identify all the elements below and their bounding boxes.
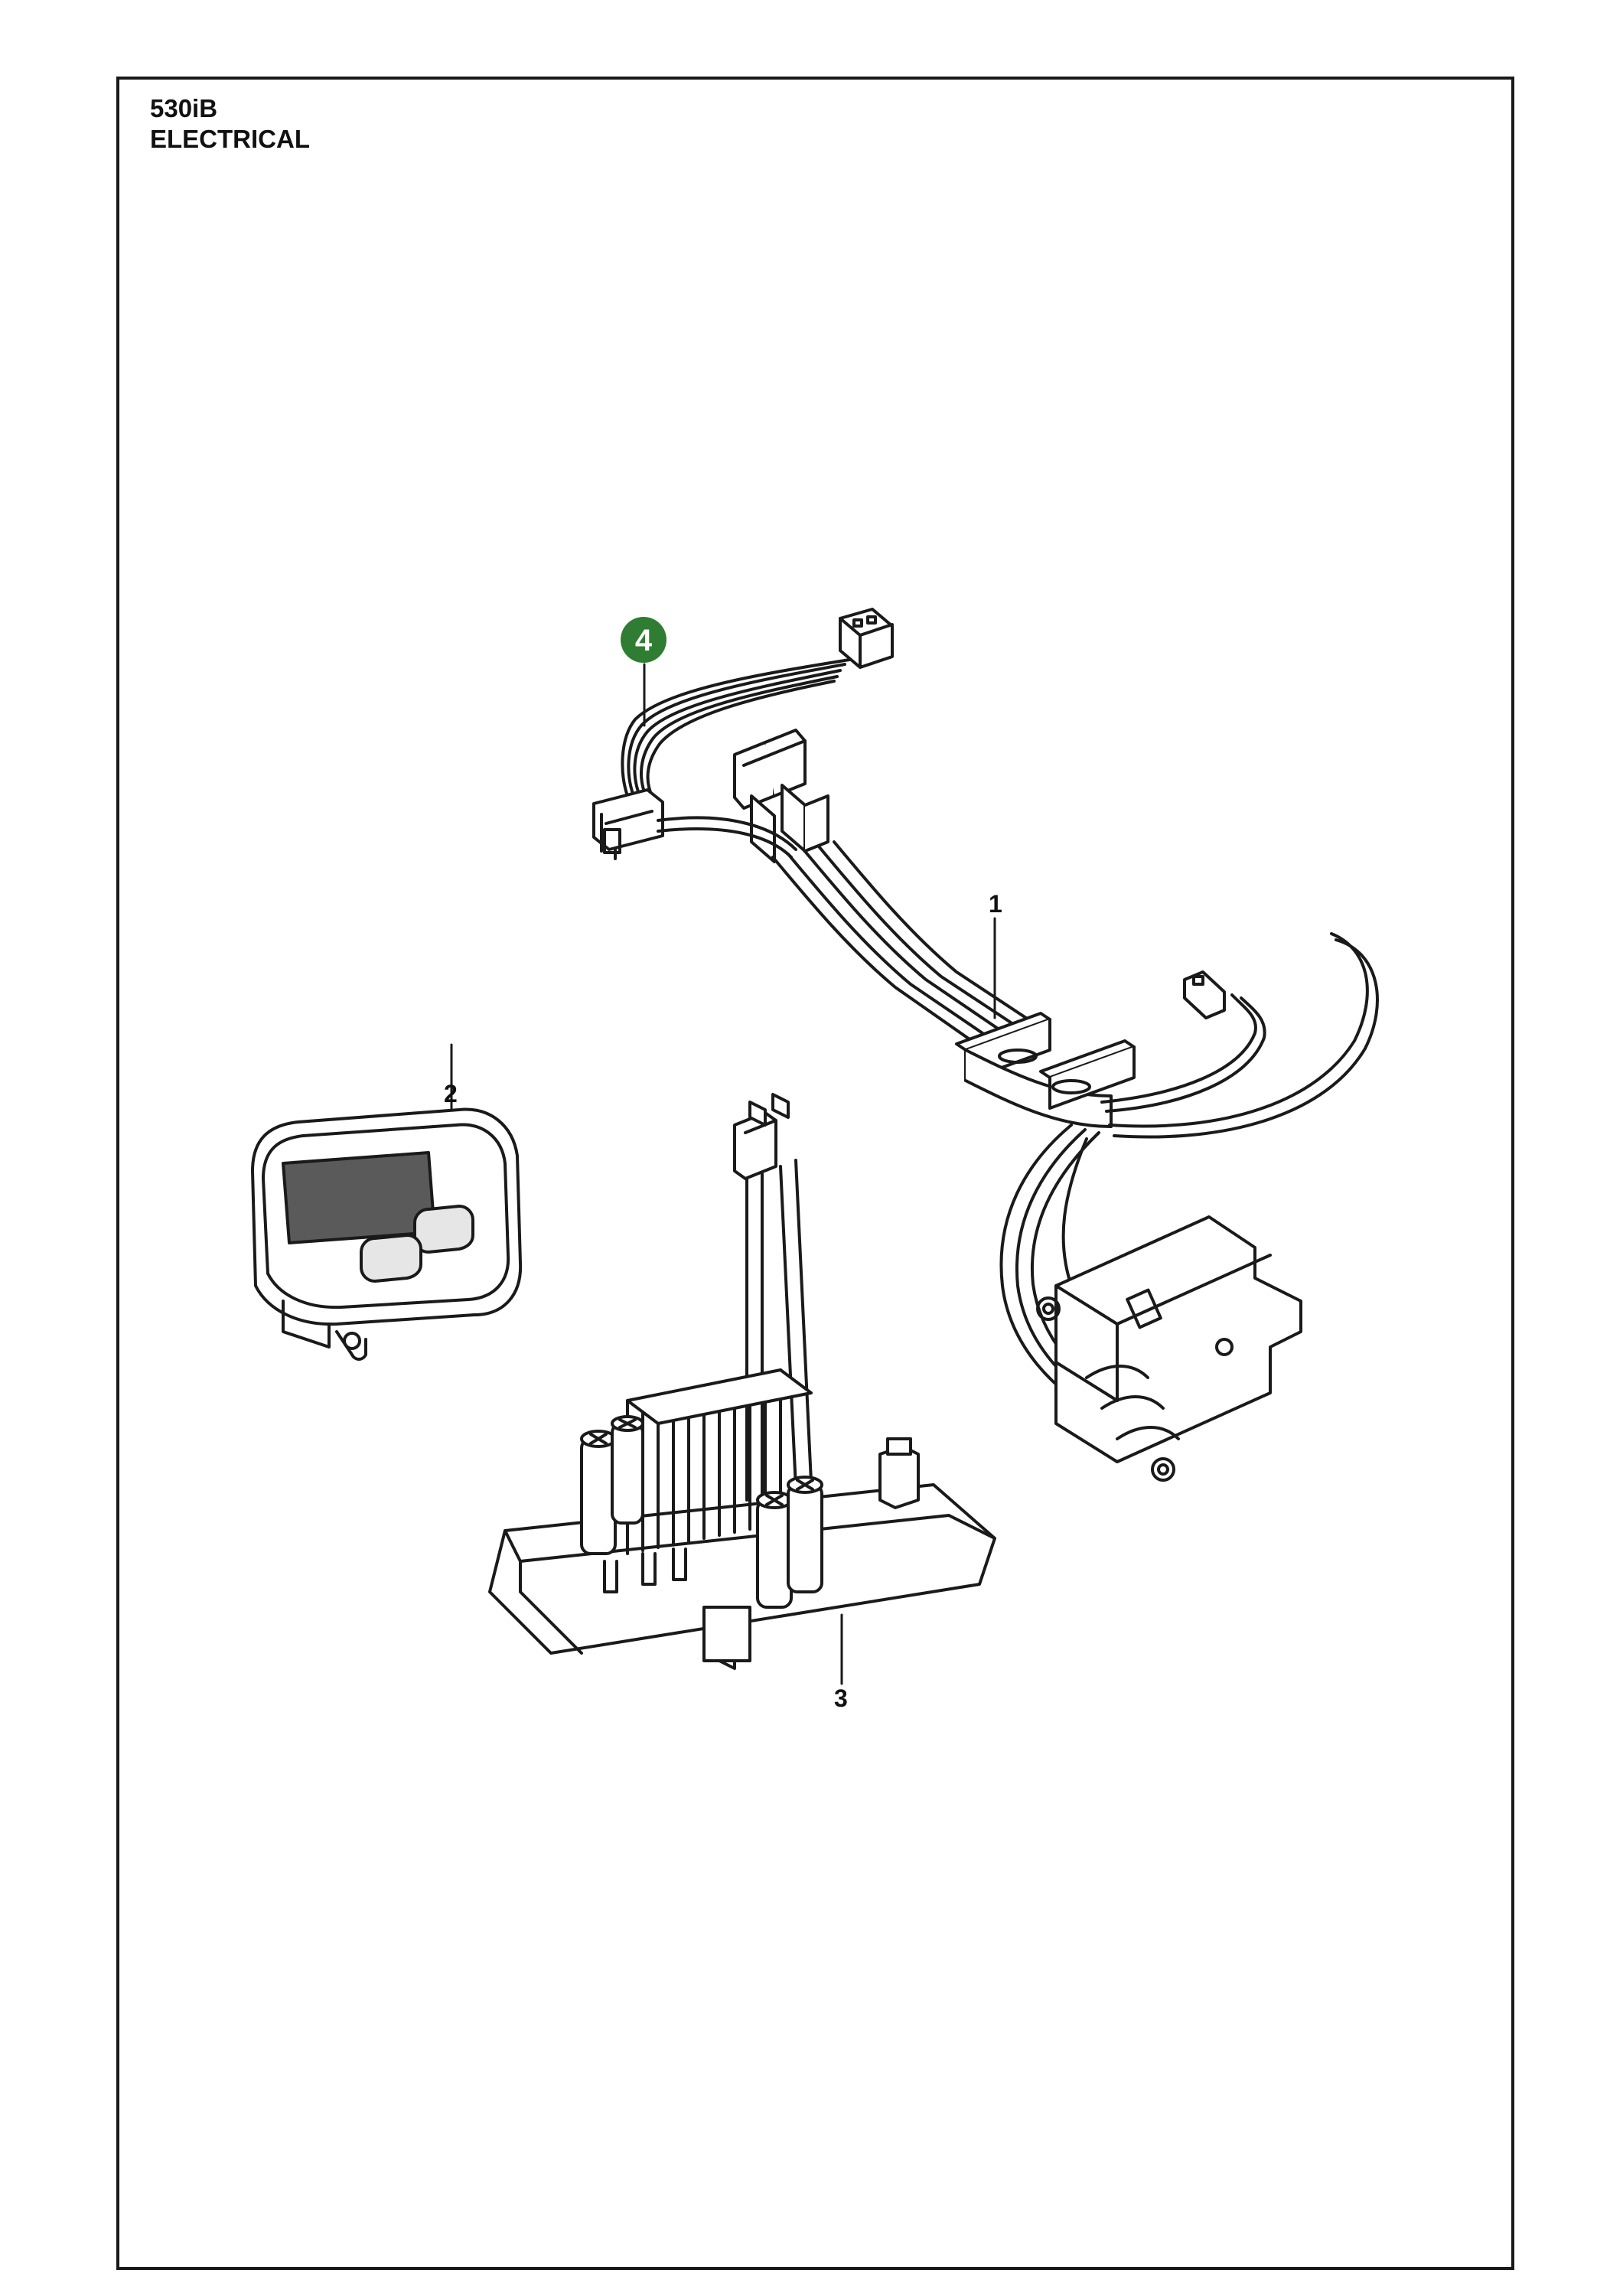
callout-2: 2 [444, 1080, 458, 1107]
callout-1: 1 [989, 890, 1002, 918]
callout-label-2: 2 [444, 1080, 458, 1107]
callout-3: 3 [834, 1684, 848, 1712]
wiring-harness-part-1 [657, 729, 1379, 1482]
callout-4: 4 [621, 617, 666, 663]
motor-controller-part-3 [488, 1093, 996, 1685]
callout-label-4: 4 [635, 624, 653, 657]
callout-label-3: 3 [834, 1684, 848, 1712]
model-label: 530iB [150, 94, 218, 122]
title-block: 530iB ELECTRICAL [150, 93, 310, 155]
callout-label-1: 1 [989, 890, 1002, 918]
callout-badge-4 [621, 617, 666, 663]
harness-branch-part-4 [592, 608, 894, 860]
section-label: ELECTRICAL [150, 125, 310, 153]
control-panel-part-2 [251, 1043, 523, 1361]
page-frame [116, 77, 1514, 2270]
